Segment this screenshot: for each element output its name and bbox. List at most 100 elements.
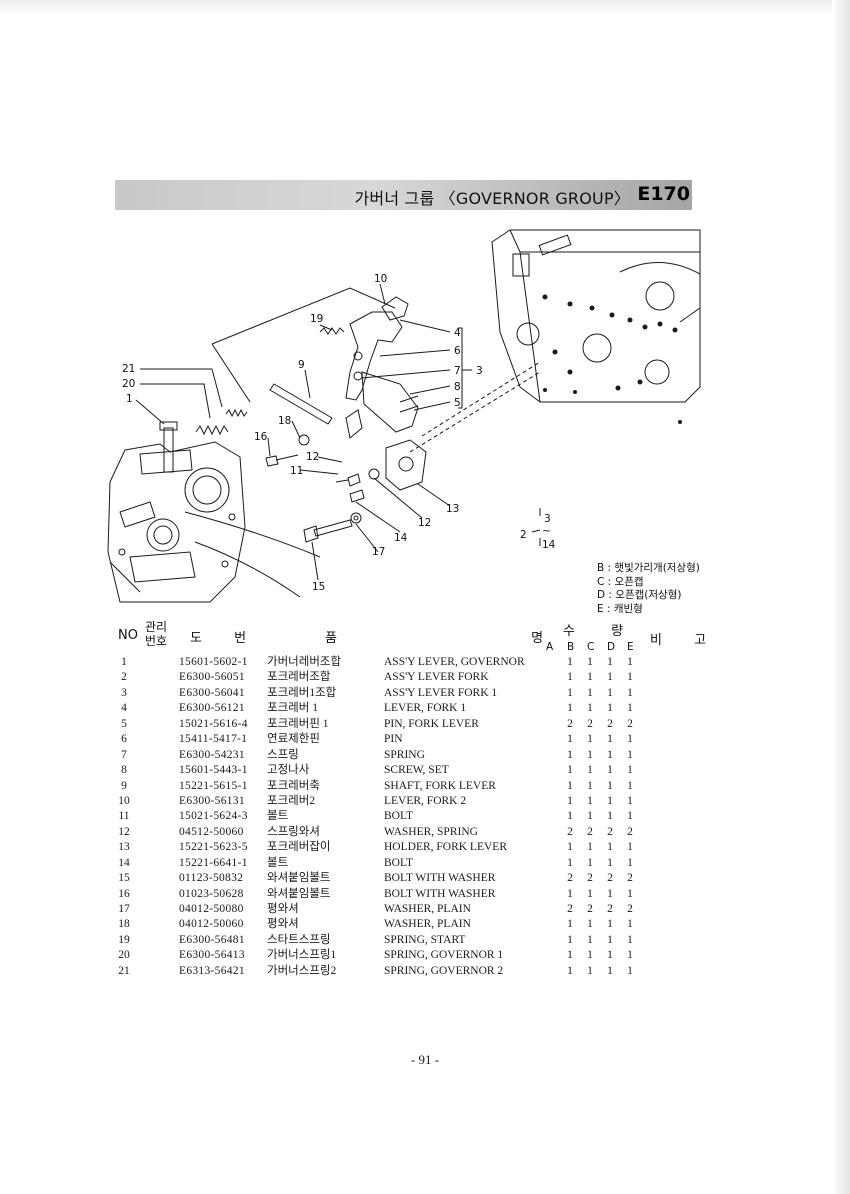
row-number: 13	[118, 841, 130, 854]
callout-8: 8	[454, 381, 461, 393]
part-name-english: PIN, FORK LEVER	[384, 717, 479, 730]
quantity-cell: 2	[587, 903, 593, 915]
quantity-cell: 2	[607, 825, 613, 838]
quantity-cell: 1	[607, 918, 613, 931]
callout-9: 9	[298, 359, 305, 371]
part-name-english: ASS'Y LEVER FORK 1	[384, 686, 498, 699]
row-number: 8	[121, 764, 127, 777]
note-2: 2	[520, 529, 527, 541]
part-number: E6313-56421	[179, 964, 245, 977]
callout-19: 19	[310, 313, 323, 325]
part-name-korean: 스타트스프링	[267, 933, 331, 946]
part-number: 15221-5623-5	[179, 841, 248, 854]
part-number: 15601-5602-1	[179, 656, 248, 668]
header-variant-d: D	[607, 641, 616, 653]
part-name-korean: 와셔붙임볼트	[267, 872, 331, 885]
part-number: E6300-56041	[179, 686, 245, 699]
callout-4: 4	[454, 327, 461, 339]
callout-7: 7	[454, 365, 461, 377]
part-number: 15021-5616-4	[179, 717, 248, 730]
part-name-english: BOLT	[384, 856, 413, 869]
quantity-cell: 1	[587, 748, 593, 761]
part-name-korean: 평와셔	[267, 918, 299, 931]
part-number: E6300-56131	[179, 794, 245, 807]
quantity-cell: 1	[627, 918, 633, 931]
part-name-korean: 스프링	[267, 748, 299, 761]
row-number: 15	[118, 872, 130, 885]
quantity-cell: 1	[567, 964, 573, 977]
quantity-cell: 2	[567, 825, 573, 838]
part-number: 04512-50060	[179, 825, 244, 838]
part-name-english: LEVER, FORK 1	[384, 702, 467, 715]
quantity-cell: 1	[567, 794, 573, 807]
row-number: 16	[118, 887, 130, 900]
quantity-cell: 2	[627, 825, 633, 838]
quantity-cell: 1	[627, 748, 633, 761]
callout-21: 21	[122, 363, 135, 375]
quantity-cell: 1	[607, 733, 613, 746]
quantity-cell: 2	[587, 872, 593, 885]
part-number: E6300-56121	[179, 702, 245, 715]
row-number: 5	[121, 717, 127, 730]
quantity-cell: 1	[567, 933, 573, 946]
quantity-cell: 2	[567, 872, 573, 885]
section-title-bar: 가버너 그룹 〈GOVERNOR GROUP〉 E170	[115, 180, 692, 210]
header-variant-a: A	[546, 641, 554, 653]
part-number: 15411-5417-1	[179, 733, 248, 746]
quantity-cell: 2	[567, 717, 573, 730]
part-name-english: SHAFT, FORK LEVER	[384, 779, 496, 792]
quantity-cell: 1	[627, 733, 633, 746]
quantity-cell: 1	[607, 856, 613, 869]
quantity-cell: 1	[567, 856, 573, 869]
quantity-cell: 1	[607, 887, 613, 900]
page-number: - 91 -	[410, 1052, 440, 1067]
quantity-cell: 1	[627, 671, 633, 684]
quantity-cell: 1	[627, 949, 633, 962]
part-name-english: ASS'Y LEVER FORK	[384, 671, 489, 684]
legend-item: C : 오픈캡	[597, 575, 644, 588]
quantity-cell: 2	[607, 903, 613, 915]
quantity-cell: 1	[607, 949, 613, 962]
header-variant-c: C	[587, 641, 595, 653]
callout-18: 18	[278, 415, 291, 427]
part-number: 15021-5624-3	[179, 810, 248, 823]
quantity-cell: 1	[607, 779, 613, 792]
part-name-korean: 포크레버2	[267, 794, 316, 807]
part-name-english: BOLT WITH WASHER	[384, 872, 496, 885]
quantity-cell: 1	[607, 964, 613, 977]
part-name-english: WASHER, PLAIN	[384, 918, 471, 931]
part-number: 04012-50060	[179, 918, 244, 931]
part-name-english: HOLDER, FORK LEVER	[384, 841, 507, 854]
callout-16: 16	[254, 431, 268, 443]
part-name-korean: 포크레버1조합	[267, 686, 337, 699]
header-management-no: 관리 번호	[144, 620, 168, 648]
quantity-cell: 1	[567, 702, 573, 715]
quantity-cell: 1	[627, 810, 633, 823]
scan-shadow-edge	[832, 0, 850, 1194]
quantity-cell: 1	[587, 656, 593, 668]
callout-14: 14	[394, 532, 408, 544]
quantity-cell: 1	[567, 764, 573, 777]
header-no: NO	[118, 628, 138, 643]
quantity-cell: 1	[627, 933, 633, 946]
row-number: 3	[121, 686, 127, 699]
part-number: E6300-56481	[179, 933, 245, 946]
part-name-korean: 포크레버축	[267, 779, 320, 792]
row-number: 17	[118, 903, 130, 915]
row-number: 2	[121, 671, 127, 684]
legend-item: B : 햇빛가리개(저상형)	[597, 562, 700, 574]
quantity-cell: 1	[567, 748, 573, 761]
quantity-cell: 1	[567, 779, 573, 792]
row-number: 6	[121, 733, 127, 746]
quantity-cell: 1	[567, 733, 573, 746]
